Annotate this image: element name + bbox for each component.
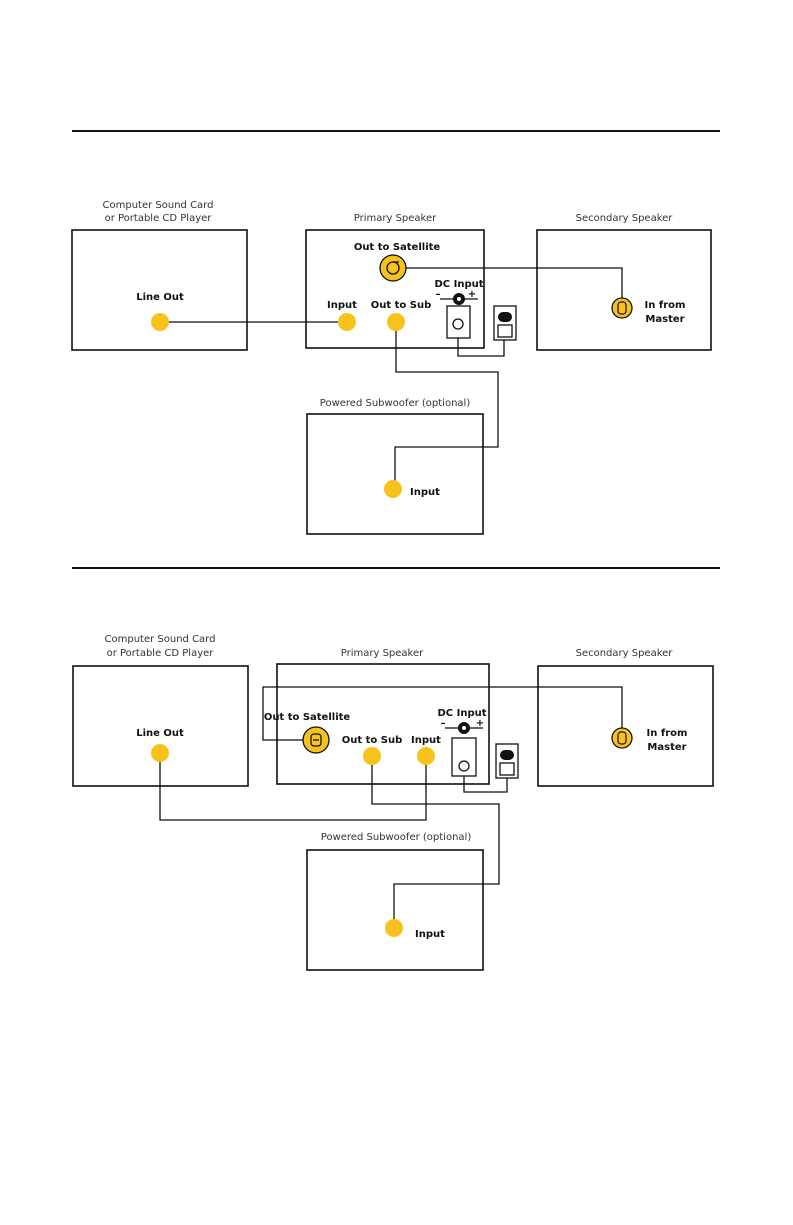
out-to-satellite-label: Out to Satellite [264, 712, 351, 723]
secondary-speaker-box [537, 665, 714, 787]
dc-input-label: DC Input [434, 279, 483, 290]
wire-dc-to-adapter [457, 324, 505, 357]
wire-sub-out-to-sub-input [371, 756, 500, 928]
sub-input-jack [385, 919, 403, 937]
wire-sub-out-to-sub-input [394, 322, 499, 489]
sub-input-label: Input [410, 487, 440, 498]
secondary-speaker-caption: Secondary Speaker [576, 648, 674, 659]
in-from-master-jack [611, 727, 633, 749]
in-from-master-jack [611, 297, 633, 319]
sub-input-label: Input [415, 929, 445, 940]
dc-plus-label: + [476, 718, 484, 729]
dc-plus-label: + [468, 289, 476, 300]
secondary-speaker-caption: Secondary Speaker [576, 213, 674, 224]
secondary-speaker-box [536, 229, 712, 351]
primary-speaker-caption: Primary Speaker [354, 213, 437, 224]
input-jack [417, 747, 435, 765]
source-caption-line1: Computer Sound Card [105, 634, 216, 645]
wire-dc-to-adapter [463, 766, 508, 793]
power-adapter-icon [493, 305, 517, 341]
subwoofer-caption: Powered Subwoofer (optional) [321, 832, 472, 843]
source-caption-line2: or Portable CD Player [107, 648, 215, 659]
satellite-out-jack [379, 254, 407, 282]
wire-lineout-to-input [159, 753, 427, 821]
out-to-sub-jack [363, 747, 381, 765]
dc-socket-icon [446, 305, 471, 339]
line-out-jack [151, 313, 169, 331]
diagram-two: Computer Sound Card or Portable CD Playe… [72, 634, 714, 971]
master-label: Master [645, 314, 684, 325]
input-jack [338, 313, 356, 331]
diagram-one: Computer Sound Card or Portable CD Playe… [71, 200, 712, 535]
input-label: Input [411, 735, 441, 746]
wire-satellite-to-secondary [262, 686, 623, 741]
power-adapter-icon [495, 743, 519, 779]
subwoofer-box [306, 849, 484, 971]
subwoofer-caption: Powered Subwoofer (optional) [320, 398, 471, 409]
source-caption-line2: or Portable CD Player [105, 213, 213, 224]
source-box [71, 229, 248, 351]
in-from-label: In from [647, 728, 688, 739]
source-caption-line1: Computer Sound Card [103, 200, 214, 211]
dc-polarity-icon [440, 293, 478, 305]
out-to-sub-label: Out to Sub [371, 300, 432, 311]
dc-input-label: DC Input [437, 708, 486, 719]
sub-input-jack [384, 480, 402, 498]
out-to-satellite-label: Out to Satellite [354, 242, 441, 253]
out-to-sub-jack [387, 313, 405, 331]
in-from-label: In from [645, 300, 686, 311]
satellite-out-jack [302, 726, 330, 754]
master-label: Master [647, 742, 686, 753]
line-out-label: Line Out [136, 292, 184, 303]
primary-speaker-caption: Primary Speaker [341, 648, 424, 659]
line-out-label: Line Out [136, 728, 184, 739]
dc-polarity-icon [445, 722, 483, 734]
dc-minus-label: – [436, 289, 441, 300]
dc-minus-label: – [441, 718, 446, 729]
line-out-jack [151, 744, 169, 762]
wire-satellite-to-secondary [393, 267, 623, 306]
dc-socket-icon [451, 737, 477, 777]
out-to-sub-label: Out to Sub [342, 735, 403, 746]
input-label: Input [327, 300, 357, 311]
